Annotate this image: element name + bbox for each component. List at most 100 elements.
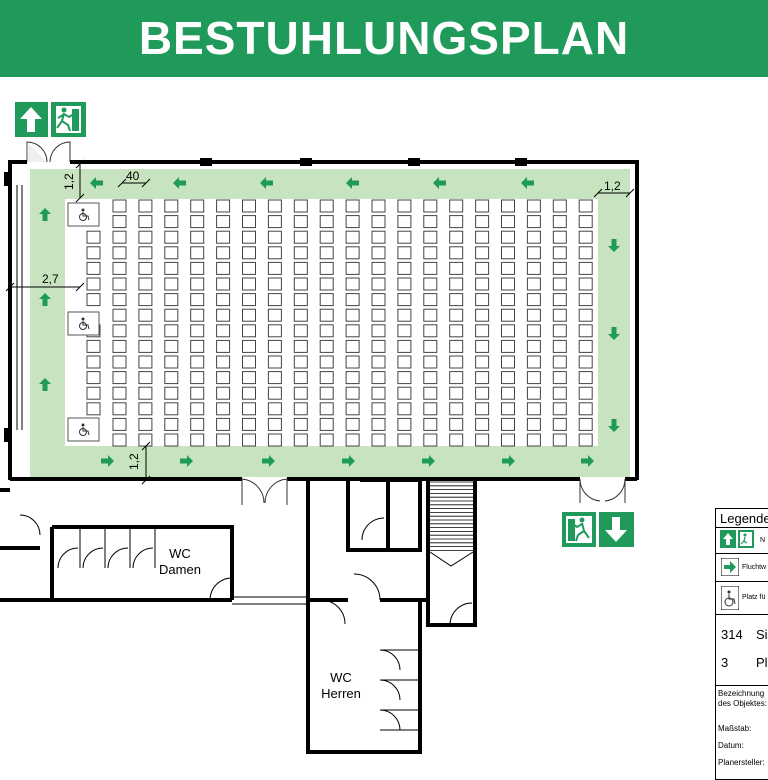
chair	[578, 324, 593, 338]
chair	[112, 246, 127, 260]
chair	[423, 261, 438, 275]
chair	[216, 261, 231, 275]
chair	[319, 355, 334, 369]
chair	[475, 417, 490, 431]
chair	[86, 371, 101, 385]
chair	[501, 308, 515, 322]
chair	[526, 417, 541, 431]
chair	[164, 277, 179, 291]
chair	[475, 386, 490, 400]
chair	[112, 433, 127, 447]
chair	[319, 339, 334, 353]
chair	[578, 308, 593, 322]
chair	[371, 308, 386, 322]
chair	[423, 371, 438, 385]
chair	[423, 215, 438, 229]
chair	[86, 402, 101, 416]
chair	[345, 215, 360, 229]
chair	[112, 386, 127, 400]
chair	[526, 277, 541, 291]
escape-arrow-icon	[721, 558, 739, 576]
chair	[475, 261, 490, 275]
chair	[216, 433, 231, 447]
chair	[552, 246, 567, 260]
chair	[319, 386, 334, 400]
chair	[371, 277, 386, 291]
chair	[138, 308, 153, 322]
chair	[190, 277, 205, 291]
chair	[293, 230, 308, 244]
chair	[86, 230, 101, 244]
chair	[501, 293, 515, 307]
chair	[293, 371, 308, 385]
exit-sign-top	[15, 102, 86, 137]
chair	[86, 246, 101, 260]
legend-row1-text: N	[760, 537, 766, 544]
chair	[86, 386, 101, 400]
chair	[449, 308, 464, 322]
chair	[164, 308, 179, 322]
chair	[423, 293, 438, 307]
seat-count-value: 314	[721, 627, 743, 642]
chair	[526, 433, 541, 447]
chair	[449, 293, 464, 307]
chair	[501, 417, 515, 431]
chair	[86, 339, 101, 353]
door-top-left	[26, 141, 71, 163]
chair	[475, 230, 490, 244]
chair	[578, 215, 593, 229]
chair	[397, 230, 412, 244]
chair	[345, 386, 360, 400]
chair	[293, 339, 308, 353]
chair	[293, 324, 308, 338]
chair	[242, 230, 256, 244]
chair	[397, 417, 412, 431]
chair	[345, 371, 360, 385]
chair	[345, 402, 360, 416]
chair	[164, 386, 179, 400]
chair	[475, 371, 490, 385]
chair	[190, 261, 205, 275]
legend-row2-text: Fluchtw	[742, 564, 767, 571]
chair	[552, 417, 567, 431]
chair	[86, 261, 101, 275]
dim-bottom-gap: 1,2	[127, 453, 141, 470]
chair	[501, 386, 515, 400]
chair	[371, 386, 386, 400]
chair	[190, 371, 205, 385]
chair	[190, 230, 205, 244]
chair	[138, 324, 153, 338]
chair	[216, 230, 231, 244]
chair	[371, 293, 386, 307]
chair	[138, 386, 153, 400]
chair	[552, 324, 567, 338]
chair	[319, 308, 334, 322]
chair	[267, 308, 282, 322]
chair	[164, 324, 179, 338]
chair	[138, 277, 153, 291]
chair	[112, 215, 127, 229]
chair	[190, 199, 205, 213]
chair	[319, 199, 334, 213]
chair	[319, 417, 334, 431]
chair	[475, 293, 490, 307]
chair	[190, 386, 205, 400]
seat-count-text: Si	[756, 627, 768, 642]
chair	[242, 199, 256, 213]
chair	[449, 386, 464, 400]
chair	[578, 371, 593, 385]
chair	[552, 402, 567, 416]
chair	[345, 433, 360, 447]
chair	[449, 339, 464, 353]
chair	[112, 417, 127, 431]
chair	[552, 215, 567, 229]
chair	[164, 355, 179, 369]
chair	[345, 230, 360, 244]
chair	[112, 339, 127, 353]
wheelchair-spaces	[67, 202, 100, 442]
chair	[190, 324, 205, 338]
chair	[190, 433, 205, 447]
wc-herren-label-2: Herren	[321, 686, 361, 701]
chair	[449, 433, 464, 447]
chair	[552, 386, 567, 400]
